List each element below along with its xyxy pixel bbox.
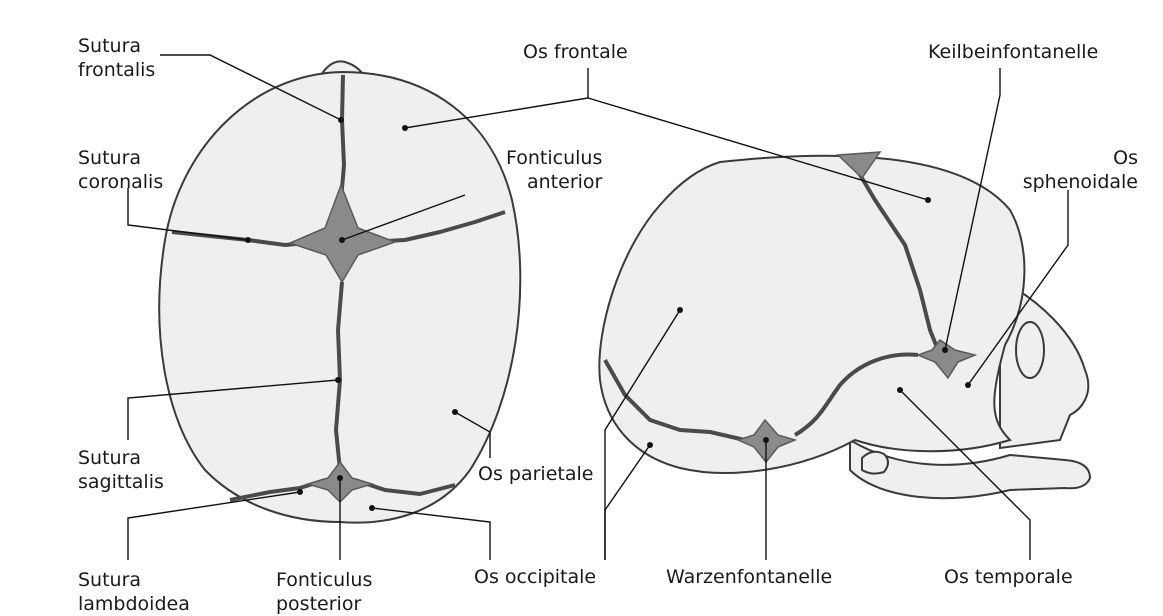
label-sutura-sagittalis: Sutura sagittalis — [78, 446, 164, 494]
label-os-parietale: Os parietale — [478, 462, 593, 486]
label-os-temporale: Os temporale — [944, 565, 1073, 589]
sutura-frontalis-line — [341, 75, 344, 200]
orbit — [1016, 322, 1044, 378]
skull-top-view — [159, 61, 520, 522]
label-warzenfontanelle: Warzenfontanelle — [666, 565, 832, 589]
label-os-sphenoidale: Os sphenoidale — [1020, 146, 1138, 194]
skull-side-view — [599, 152, 1090, 498]
label-keilbeinfontanelle: Keilbeinfontanelle — [928, 40, 1098, 64]
label-fonticulus-anterior: Fonticulus anterior — [506, 146, 602, 194]
label-sutura-lambdoidea: Sutura lambdoidea — [78, 568, 190, 616]
label-os-occipitale: Os occipitale — [474, 565, 596, 589]
label-fonticulus-posterior: Fonticulus posterior — [276, 568, 372, 616]
label-os-frontale: Os frontale — [523, 40, 628, 64]
label-sutura-frontalis: Sutura frontalis — [78, 34, 155, 82]
label-sutura-coronalis: Sutura coronalis — [78, 146, 163, 194]
ear — [862, 452, 888, 474]
